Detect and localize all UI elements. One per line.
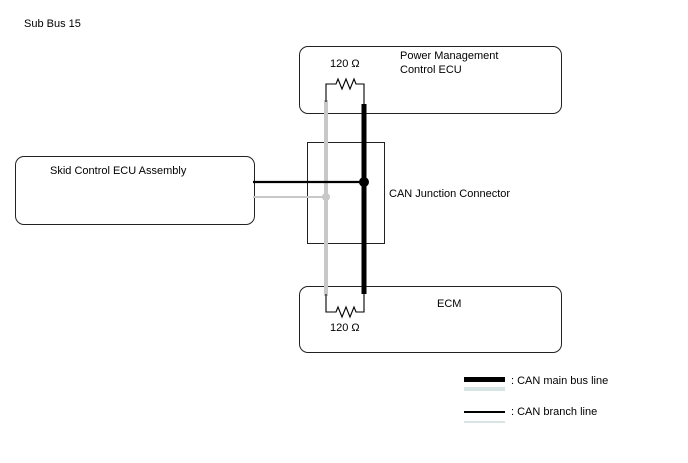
skid-control-ecu-label: Skid Control ECU Assembly [50,165,187,177]
bottom-resistor [325,294,365,319]
diagram-title: Sub Bus 15 [24,18,81,30]
ecm-box [299,286,562,353]
ecm-label: ECM [437,298,462,310]
power-management-ecu-box [299,46,562,114]
legend-branch-low-swatch [464,421,505,423]
top-resistor [325,77,365,104]
can-junction-connector-box [307,142,385,244]
power-management-ecu-label-line1: Power Management [400,50,499,62]
bottom-resistor-value: 120 Ω [330,322,360,334]
skid-control-ecu-box [15,156,255,225]
power-management-ecu-label-line2: Control ECU [400,64,462,76]
legend-branch-high-swatch [464,411,505,413]
can-low-junction-dot [322,193,330,201]
legend-main-bus-low-swatch [464,387,505,391]
legend-branch-label: : CAN branch line [511,406,598,418]
can-junction-connector-label: CAN Junction Connector [389,188,511,200]
top-resistor-value: 120 Ω [330,58,360,70]
can-high-junction-dot [359,177,369,187]
legend-main-bus-high-swatch [464,377,505,382]
legend-main-bus-label: : CAN main bus line [511,375,609,387]
